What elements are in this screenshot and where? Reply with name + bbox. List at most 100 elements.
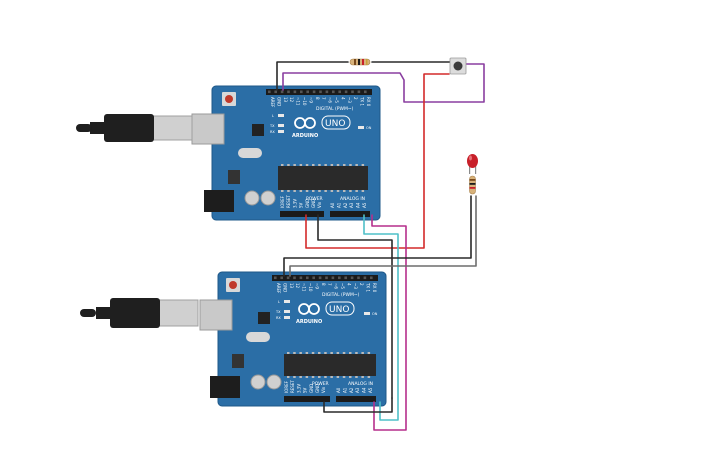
header-pin[interactable] — [312, 90, 316, 94]
wire-black[interactable] — [317, 214, 393, 399]
pin-label: A0 — [330, 202, 335, 208]
header-pin[interactable] — [312, 276, 315, 280]
led-icon[interactable] — [467, 154, 478, 174]
push-button-icon[interactable] — [449, 57, 467, 75]
usb-cable-icon — [76, 114, 193, 142]
pin-label: ~10 — [308, 283, 313, 292]
resistor-icon[interactable] — [469, 175, 476, 195]
capacitor — [244, 190, 260, 206]
capacitor — [260, 190, 276, 206]
pin-label: GND — [305, 199, 310, 208]
wire-purple[interactable] — [282, 63, 485, 103]
wire-red[interactable] — [305, 73, 450, 249]
header-pin[interactable] — [338, 276, 341, 280]
svg-text:UNO: UNO — [325, 119, 345, 129]
pin-label: GND — [311, 199, 316, 208]
pin-label: ~5 — [340, 283, 345, 289]
wire-black[interactable] — [283, 195, 472, 277]
pin-label: ~3 — [347, 97, 352, 103]
header-pin[interactable] — [274, 276, 277, 280]
header-pin[interactable] — [331, 276, 335, 280]
header-pin[interactable] — [299, 276, 303, 280]
header-pin[interactable] — [325, 276, 328, 280]
pin-label: 4 — [340, 97, 345, 100]
header-pin[interactable] — [344, 276, 347, 280]
pin-label: RX 0 — [372, 283, 377, 293]
header-pin[interactable] — [287, 90, 290, 94]
atmega-chip — [284, 354, 376, 376]
svg-text:TX: TX — [275, 310, 281, 314]
wire-magenta[interactable] — [371, 214, 407, 431]
header-pin[interactable] — [318, 276, 322, 280]
header-pin[interactable] — [300, 90, 303, 94]
svg-text:RX: RX — [276, 316, 281, 320]
header-pin[interactable] — [280, 276, 283, 280]
pin-label: TX 1 — [360, 96, 365, 106]
chip-pins — [287, 352, 371, 378]
header-pin[interactable] — [280, 90, 284, 94]
svg-text:L: L — [272, 114, 274, 118]
pin-label: A3 — [355, 387, 360, 393]
analog-header — [330, 211, 370, 217]
pin-label: ~9 — [308, 97, 313, 103]
header-pin[interactable] — [350, 276, 354, 280]
pin-label: 13 — [289, 283, 294, 289]
pin-label: A2 — [343, 202, 348, 208]
pin-label: GND — [276, 97, 281, 106]
reset-button-cap[interactable] — [225, 95, 233, 103]
pin-label: A4 — [356, 202, 361, 208]
header-pin[interactable] — [370, 276, 373, 280]
capacitor — [266, 374, 282, 390]
pin-label: ~11 — [302, 283, 307, 292]
wire-cyan[interactable] — [363, 214, 399, 421]
header-pin[interactable] — [357, 276, 360, 280]
header-pin[interactable] — [268, 90, 271, 94]
header-pin[interactable] — [319, 90, 322, 94]
wire-black[interactable] — [323, 397, 393, 413]
header-pin[interactable] — [306, 276, 309, 280]
pin-label: ~9 — [314, 283, 319, 289]
wires — [276, 61, 485, 431]
pin-label: A4 — [362, 387, 367, 393]
pin-label: ~6 — [328, 97, 333, 103]
digital-header-pins — [268, 90, 367, 94]
analog-label: ANALOG IN — [348, 381, 373, 387]
pin-label: 7 — [327, 283, 332, 286]
header-pin[interactable] — [274, 90, 277, 94]
capacitor — [250, 374, 266, 390]
header-pin[interactable] — [364, 90, 367, 94]
header-pin[interactable] — [344, 90, 348, 94]
header-pin[interactable] — [325, 90, 329, 94]
header-pin[interactable] — [286, 276, 290, 280]
wire-black[interactable] — [276, 61, 349, 91]
svg-text:L: L — [278, 300, 280, 304]
wire-gray[interactable] — [289, 195, 477, 277]
usb-cable-icon — [80, 298, 199, 328]
chip-pins — [281, 164, 365, 192]
digital-header — [272, 275, 378, 281]
pin-label: A5 — [362, 202, 367, 208]
analog-header — [336, 396, 376, 402]
header-pin[interactable] — [306, 90, 309, 94]
reset-button-cap[interactable] — [229, 281, 237, 289]
header-pin[interactable] — [357, 90, 361, 94]
power-jack — [204, 190, 234, 212]
on-label: ON — [366, 126, 372, 130]
header-pin[interactable] — [351, 90, 354, 94]
pin-label: ~3 — [353, 283, 358, 289]
header-pin[interactable] — [293, 90, 297, 94]
pin-label: 12 — [295, 283, 300, 289]
usb-chip — [252, 124, 264, 136]
header-pin[interactable] — [332, 90, 335, 94]
header-pin[interactable] — [338, 90, 341, 94]
header-pin[interactable] — [363, 276, 367, 280]
pin-label: Vin — [321, 386, 326, 393]
header-pin[interactable] — [293, 276, 296, 280]
resistor-icon[interactable] — [349, 58, 371, 66]
